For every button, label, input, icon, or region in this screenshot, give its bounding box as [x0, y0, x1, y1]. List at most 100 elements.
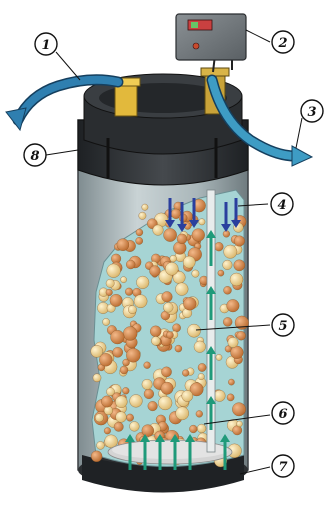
resin-bead	[224, 245, 237, 258]
resin-bead	[142, 425, 154, 437]
resin-bead	[162, 292, 173, 303]
resin-bead	[150, 326, 161, 337]
callout-4: 4	[271, 193, 293, 215]
resin-bead	[230, 273, 243, 286]
resin-bead	[228, 337, 238, 347]
resin-bead	[189, 425, 197, 433]
resin-bead	[237, 331, 246, 340]
resin-bead	[97, 441, 105, 449]
resin-bead	[151, 336, 160, 345]
resin-bead	[130, 422, 140, 432]
resin-bead	[177, 234, 187, 244]
resin-bead	[233, 426, 242, 435]
resin-bead	[126, 348, 140, 362]
callout-7-label: 7	[278, 460, 287, 475]
resin-bead	[161, 367, 171, 377]
resin-bead	[158, 396, 172, 410]
resin-bead	[167, 332, 174, 339]
callout-8: 8	[24, 144, 46, 166]
resin-bead	[198, 363, 206, 371]
resin-bead	[104, 406, 113, 415]
resin-bead	[223, 231, 230, 238]
resin-bead	[161, 382, 173, 394]
resin-bead	[142, 204, 148, 210]
resin-bead	[183, 297, 196, 310]
resin-bead	[117, 239, 129, 251]
resin-bead	[106, 289, 113, 296]
resin-bead	[176, 407, 189, 420]
resin-bead	[122, 387, 129, 394]
resin-bead	[148, 401, 158, 411]
resin-bead	[182, 390, 193, 401]
resin-bead	[150, 266, 161, 277]
callout-3: 3	[301, 100, 323, 122]
callout-2: 2	[272, 31, 294, 53]
resin-bead	[126, 260, 135, 269]
resin-bead	[106, 279, 114, 287]
resin-bead	[173, 242, 186, 255]
resin-bead	[101, 396, 112, 407]
resin-bead	[182, 370, 189, 377]
resin-bead	[144, 389, 154, 399]
resin-bead	[192, 229, 205, 242]
resin-bead	[153, 225, 164, 236]
callout-8-label: 8	[30, 149, 39, 164]
callout-6-label: 6	[278, 407, 287, 422]
resin-bead	[173, 324, 181, 332]
resin-bead	[192, 270, 199, 277]
resin-bead	[234, 236, 245, 247]
callout-1: 1	[35, 33, 57, 55]
resin-bead	[194, 341, 206, 353]
resin-bead	[170, 255, 177, 262]
resin-bead	[163, 303, 173, 313]
resin-bead	[198, 373, 204, 379]
resin-bead	[104, 428, 111, 435]
callout-5: 5	[272, 314, 294, 336]
resin-bead	[130, 395, 143, 408]
control-box-icon	[176, 14, 246, 72]
resin-bead	[223, 317, 232, 326]
resin-bead	[183, 256, 195, 268]
resin-bead	[113, 347, 123, 357]
resin-bead	[227, 299, 240, 312]
resin-bead	[142, 379, 152, 389]
resin-bead	[175, 345, 182, 352]
resin-bead	[234, 260, 245, 271]
resin-bead	[232, 403, 245, 416]
resin-bead	[107, 264, 121, 278]
callout-4-label: 4	[277, 198, 286, 213]
resin-bead	[134, 295, 147, 308]
resin-bead	[187, 324, 200, 337]
resin-bead	[216, 354, 222, 360]
resin-bead	[215, 242, 224, 251]
resin-bead	[99, 353, 112, 366]
resin-bead	[237, 421, 243, 427]
resin-bead	[165, 262, 178, 275]
resin-bead	[121, 277, 127, 283]
resin-bead	[224, 286, 232, 294]
resin-bead	[139, 212, 146, 219]
callout-2-label: 2	[277, 36, 287, 51]
resin-bead	[95, 414, 103, 422]
callout-3-label: 3	[307, 105, 316, 120]
resin-bead	[164, 228, 177, 241]
resin-bead	[114, 422, 123, 431]
resin-bead	[128, 305, 136, 313]
resin-bead	[175, 283, 188, 296]
resin-bead	[199, 219, 205, 225]
resin-bead	[223, 260, 233, 270]
resin-bead	[125, 288, 133, 296]
resin-bead	[214, 390, 225, 401]
resin-bead	[136, 276, 149, 289]
resin-bead	[123, 327, 137, 341]
resin-bead	[228, 379, 234, 385]
resin-bead	[110, 294, 122, 306]
resin-bead	[136, 229, 143, 236]
resin-bead	[103, 318, 110, 325]
resin-bead	[218, 270, 224, 276]
resin-bead	[136, 237, 143, 244]
resin-bead	[116, 412, 127, 423]
resin-bead	[196, 411, 203, 418]
